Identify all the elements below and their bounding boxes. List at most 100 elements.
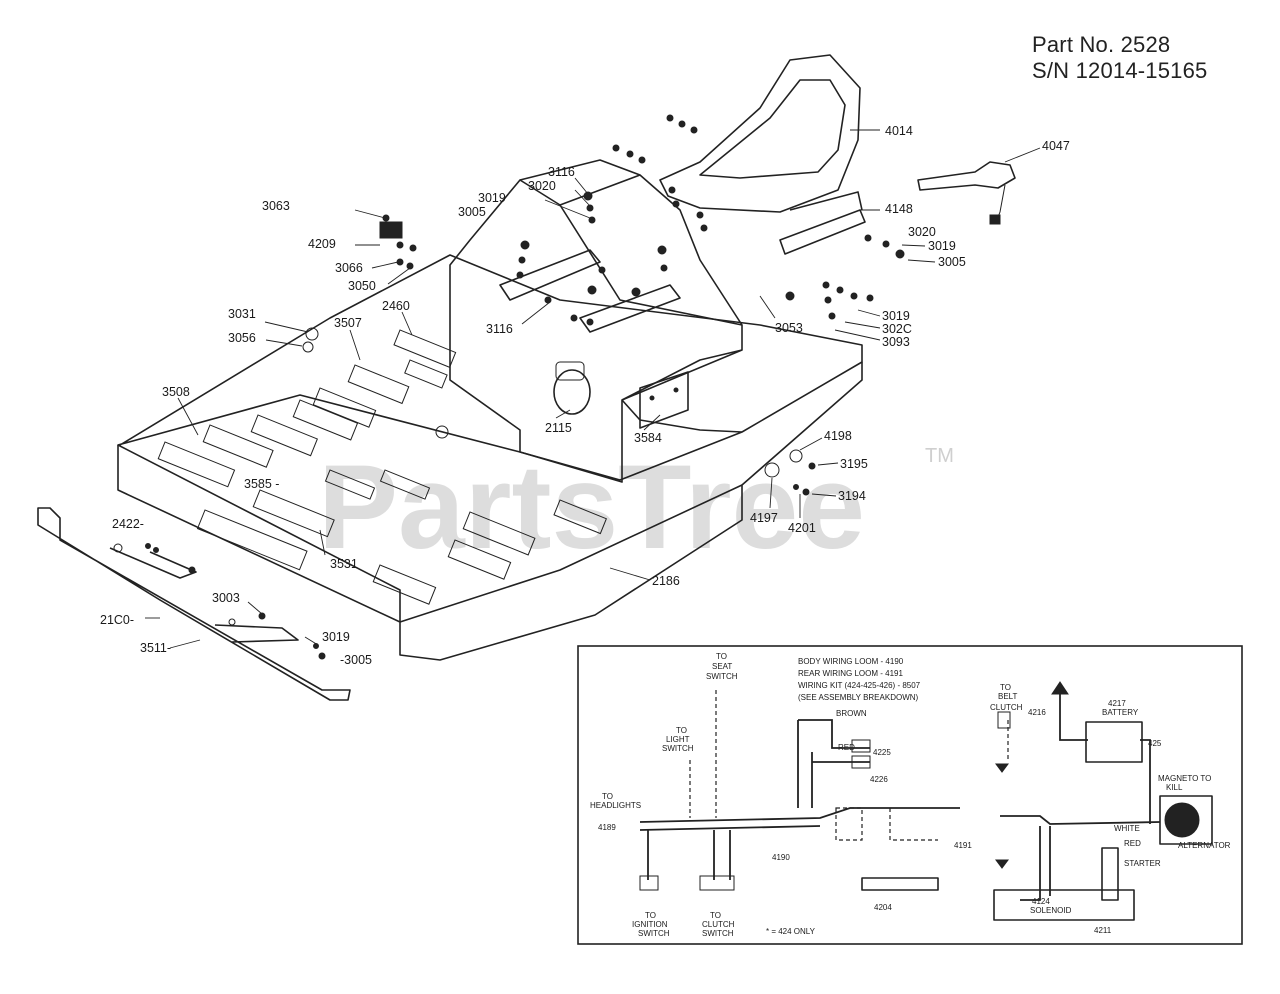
part-number: Part No. 2528 <box>1032 32 1171 57</box>
body-pedestal <box>449 159 866 483</box>
callout-4148: 4148 <box>885 202 913 216</box>
deck-assembly <box>117 254 863 661</box>
callout-3116: 3116 <box>548 165 575 179</box>
callout-3116: 3116 <box>486 322 513 336</box>
callout-3019: 3019 <box>322 630 350 644</box>
callout-2115: 2115 <box>545 421 572 435</box>
wiring-label: IGNITION <box>632 920 668 929</box>
callout-3020: 3020 <box>908 225 936 239</box>
wiring-label: 4191 <box>954 841 972 850</box>
callout-4201: 4201 <box>788 521 816 535</box>
seat-switch <box>917 161 1016 225</box>
wiring-label: TO <box>710 911 721 920</box>
callout-3194: 3194 <box>838 489 866 503</box>
wiring-label: TO <box>602 792 613 801</box>
callout-labels: 4014 4047 4148 3020 3019 3005 3116 3020 … <box>100 124 1070 667</box>
wiring-label: 4226 <box>870 775 888 784</box>
wiring-label: SWITCH <box>706 672 738 681</box>
callout-302c: 302C <box>882 322 912 336</box>
callout-4197: 4197 <box>750 511 778 525</box>
wiring-diagram: BODY WIRING LOOM - 4190 REAR WIRING LOOM… <box>577 645 1243 945</box>
wiring-label: BROWN <box>836 709 867 718</box>
callout-3585: 3585 - <box>244 477 279 491</box>
wiring-label: 4124 <box>1032 897 1050 906</box>
callout-4198: 4198 <box>824 429 852 443</box>
wiring-label: CLUTCH <box>990 703 1023 712</box>
wiring-label: 4204 <box>874 903 892 912</box>
wiring-label: SWITCH <box>702 929 734 938</box>
callout-3507: 3507 <box>334 316 362 330</box>
callout-3056: 3056 <box>228 331 256 345</box>
wiring-label: MAGNETO TO <box>1158 774 1211 783</box>
callout-3195: 3195 <box>840 457 868 471</box>
wiring-label: WHITE <box>1114 824 1140 833</box>
callout-3020: 3020 <box>528 179 556 193</box>
callout-2460: 2460 <box>382 299 410 313</box>
wiring-label: HEADLIGHTS <box>590 801 641 810</box>
callout-3003: 3003 <box>212 591 240 605</box>
wiring-label: TO <box>716 652 727 661</box>
wiring-label: CLUTCH <box>702 920 735 929</box>
callout-3005: -3005 <box>340 653 372 667</box>
callout-3066: 3066 <box>335 261 363 275</box>
wiring-label: 425 <box>1148 739 1162 748</box>
callout-4209: 4209 <box>308 237 336 251</box>
callout-2186: 2186 <box>652 574 680 588</box>
wiring-label: TO <box>645 911 656 920</box>
watermark: PartsTree <box>318 440 865 574</box>
callout-3005: 3005 <box>458 205 486 219</box>
wiring-note: (SEE ASSEMBLY BREAKDOWN) <box>798 693 919 702</box>
wiring-label: RED <box>1124 839 1141 848</box>
wiring-label: 4225 <box>873 748 891 757</box>
watermark-tm: TM <box>925 445 954 467</box>
seat <box>659 54 861 213</box>
callout-3050: 3050 <box>348 279 376 293</box>
callout-3053: 3053 <box>775 321 803 335</box>
callout-2100: 21C0- <box>100 613 134 627</box>
callout-3063: 3063 <box>262 199 290 213</box>
wiring-note: REAR WIRING LOOM - 4191 <box>798 669 903 678</box>
callout-3019: 3019 <box>928 239 956 253</box>
leader-lines <box>145 129 1041 649</box>
wiring-label: SWITCH <box>662 744 694 753</box>
wiring-note: WIRING KIT (424-425-426) - 8507 <box>798 681 921 690</box>
callout-3093: 3093 <box>882 335 910 349</box>
wiring-label: SWITCH <box>638 929 670 938</box>
battery <box>1085 721 1143 763</box>
wiring-label: 4217 <box>1108 699 1126 708</box>
wiring-label: BELT <box>998 692 1018 701</box>
alternator <box>1164 802 1200 838</box>
callout-3511: 3511- <box>140 641 171 655</box>
wiring-label: ALTERNATOR <box>1178 841 1231 850</box>
wiring-label: * = 424 ONLY <box>766 927 816 936</box>
callout-3019: 3019 <box>882 309 910 323</box>
wiring-label: 4216 <box>1028 708 1046 717</box>
callout-3584: 3584 <box>634 431 662 445</box>
wiring-label: TO <box>676 726 687 735</box>
wiring-label: 4189 <box>598 823 616 832</box>
loom-4204 <box>861 877 939 891</box>
starter <box>1101 847 1119 901</box>
callout-3508: 3508 <box>162 385 190 399</box>
callout-3531: 3531 <box>330 557 358 571</box>
callout-2422: 2422- <box>112 517 144 531</box>
serial-range: S/N 12014-15165 <box>1032 58 1208 83</box>
callout-3005: 3005 <box>938 255 966 269</box>
front-bumper <box>37 507 351 701</box>
hardware <box>113 114 905 660</box>
wiring-label: SOLENOID <box>1030 906 1072 915</box>
wiring-label: KILL <box>1166 783 1183 792</box>
solenoid <box>993 889 1135 921</box>
wiring-label: TO <box>1000 683 1011 692</box>
wiring-label: BATTERY <box>1102 708 1139 717</box>
wiring-label: STARTER <box>1124 859 1161 868</box>
wiring-label: SEAT <box>712 662 732 671</box>
wiring-label: 4190 <box>772 853 790 862</box>
callout-3019: 3019 <box>478 191 506 205</box>
wiring-label: 4211 <box>1094 926 1112 935</box>
wiring-note: BODY WIRING LOOM - 4190 <box>798 657 904 666</box>
callout-3031: 3031 <box>228 307 256 321</box>
callout-4014: 4014 <box>885 124 913 138</box>
